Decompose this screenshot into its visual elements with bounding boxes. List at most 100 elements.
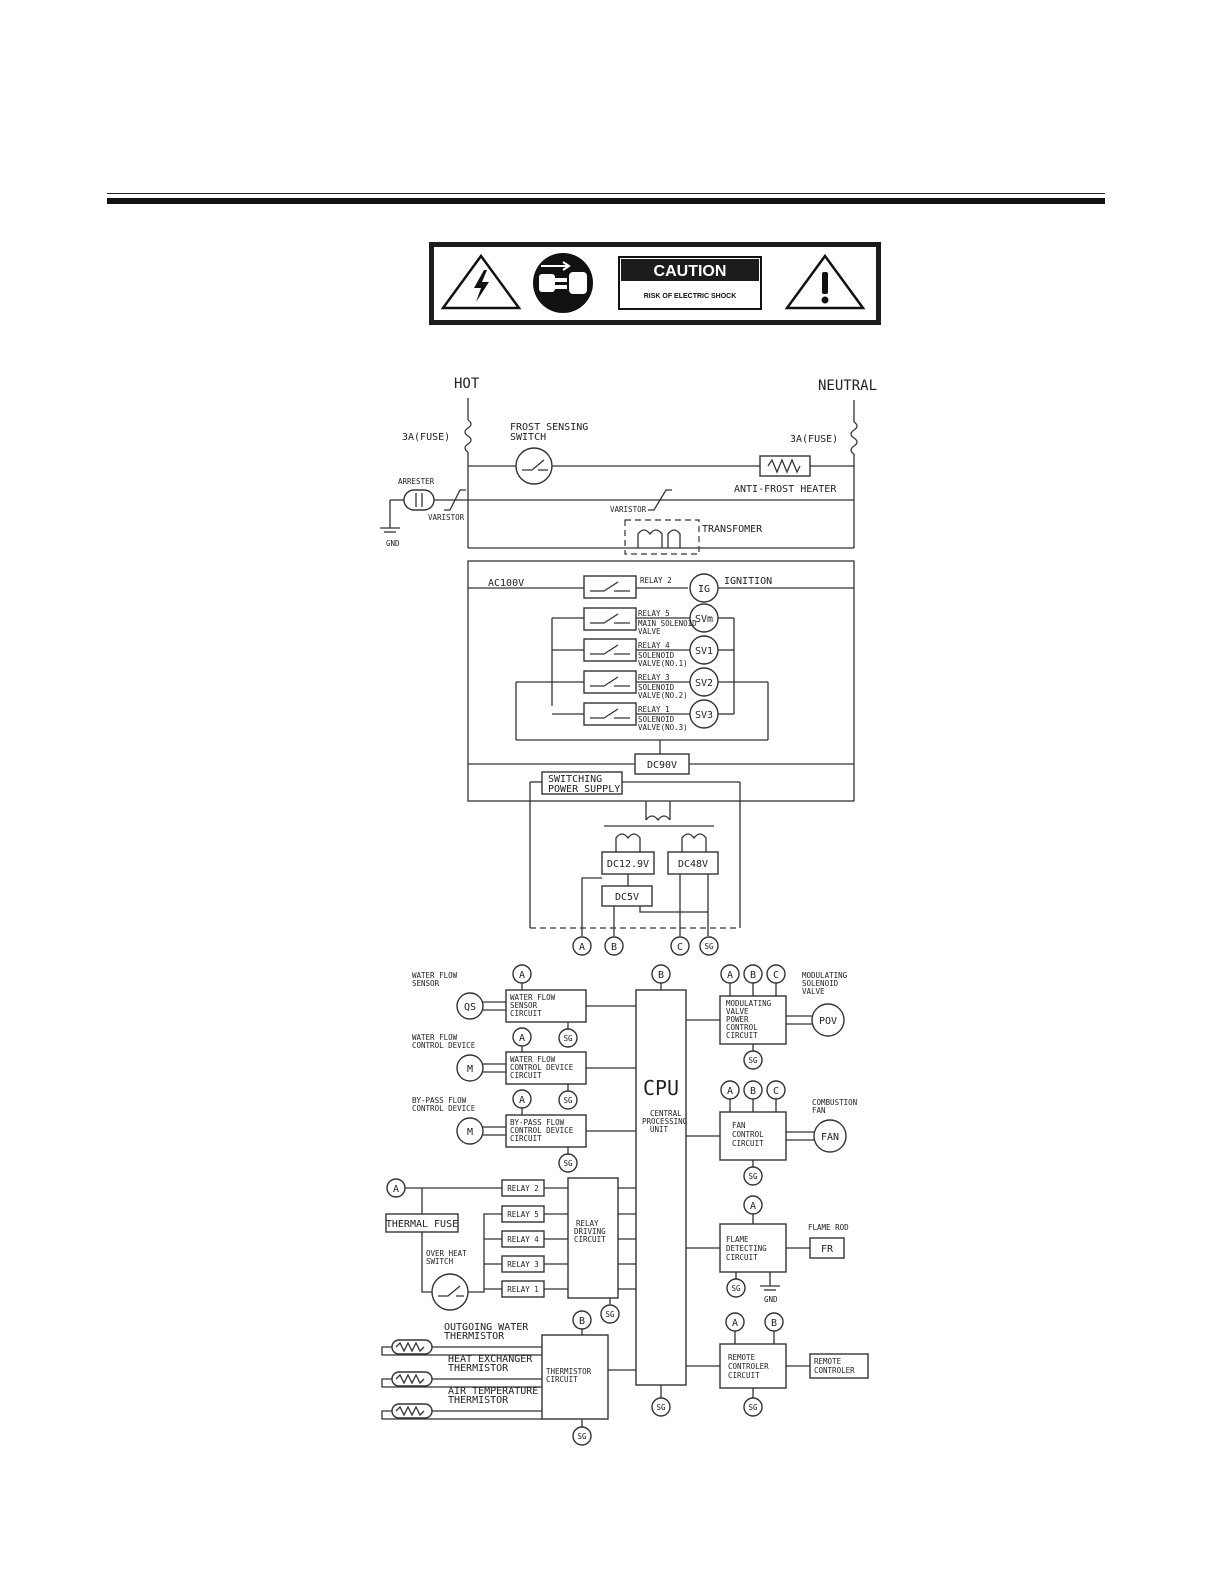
wfs-node-a-label: A: [519, 970, 525, 981]
mv-c5: CIRCUIT: [726, 1031, 758, 1040]
varistor-mid-label: VARISTOR: [610, 505, 647, 514]
frost-switch-label-1: FROST SENSING: [510, 422, 588, 433]
mv-label-1: MODULATING: [802, 971, 848, 980]
flame-rod-label: FLAME ROD: [808, 1223, 849, 1232]
sv-main-label: SVm: [695, 614, 713, 625]
relay-3-label: RELAY 3: [638, 673, 670, 682]
rl2-label: RELAY 2: [507, 1184, 539, 1193]
ow-label-2: THERMISTOR: [444, 1331, 505, 1342]
sps-label-2: POWER SUPPLY: [548, 784, 620, 795]
pov-label: POV: [819, 1016, 837, 1027]
mv-c1: MODULATING: [726, 999, 772, 1008]
water-flow-motor: [456, 1054, 484, 1082]
caution-text: CAUTION: [654, 263, 727, 280]
dc12-9v-label: DC12.9V: [607, 859, 649, 870]
sv3-desc-2: VALVE(NO.3): [638, 723, 688, 732]
fd-c2: DETECTING: [726, 1244, 767, 1253]
rem-label-1: REMOTE: [814, 1357, 842, 1366]
bypass-motor: [456, 1117, 484, 1145]
dc48v-box: [667, 851, 719, 875]
rc-c3: CIRCUIT: [728, 1371, 760, 1380]
wfc-c2: CONTROL DEVICE: [510, 1063, 574, 1072]
dc5v-box: [601, 885, 653, 907]
fuse-left-label: 3A(FUSE): [402, 432, 450, 443]
fd-node-sg: [726, 1278, 746, 1298]
frost-switch-label-2: SWITCH: [510, 432, 546, 443]
sv3-label: SV3: [695, 710, 713, 721]
fan-node-b-label: B: [750, 1086, 756, 1097]
combustion-fan: [813, 1119, 847, 1153]
th-label-1: THERMISTOR: [546, 1367, 592, 1376]
sv1-desc-2: VALVE(NO.1): [638, 659, 688, 668]
m1-label: M: [467, 1064, 473, 1075]
mv-label-3: VALVE: [802, 987, 825, 996]
sps-label-1: SWITCHING: [548, 774, 602, 785]
exclamation-warning-icon: [784, 253, 866, 310]
rc-c1: REMOTE: [728, 1353, 756, 1362]
relay-node-a-label: A: [393, 1184, 399, 1195]
fan-node-c-label: C: [773, 1086, 779, 1097]
bp-c2: CONTROL DEVICE: [510, 1126, 574, 1135]
ohs-label-1: OVER HEAT: [426, 1249, 467, 1258]
rc-node-sg: [743, 1397, 763, 1417]
ignition-label: IGNITION: [724, 576, 772, 587]
spst-transformer-primary: [645, 815, 671, 822]
he-label-2: THERMISTOR: [448, 1363, 509, 1374]
node-b: [604, 936, 624, 956]
rl3-label: RELAY 3: [507, 1260, 539, 1269]
rl4-label: RELAY 4: [507, 1235, 539, 1244]
sv2-label: SV2: [695, 678, 713, 689]
m2-label: M: [467, 1127, 473, 1138]
cpu-sub-2: PROCESSING: [642, 1117, 688, 1126]
rd-label-3: CIRCUIT: [574, 1235, 606, 1244]
relay-5-label: RELAY 5: [638, 609, 670, 618]
fan-node-a-label: A: [727, 1086, 733, 1097]
rc-node-a-label: A: [732, 1318, 738, 1329]
th-node-sg-label: SG: [577, 1432, 587, 1441]
arrester-label: ARRESTER: [398, 477, 435, 486]
fan-c2: CONTROL: [732, 1130, 764, 1139]
bp-c3: CIRCUIT: [510, 1134, 542, 1143]
cpu-sub-3: UNIT: [650, 1125, 669, 1134]
anti-frost-heater-label: ANTI-FROST HEATER: [734, 484, 837, 495]
flame-rod: [809, 1237, 845, 1259]
rc-c2: CONTROLER: [728, 1362, 769, 1371]
mv-node-b-label: B: [750, 970, 756, 981]
relay-1-label: RELAY 1: [638, 705, 670, 714]
fd-node-a-label: A: [750, 1201, 756, 1212]
ohs-label-2: SWITCH: [426, 1257, 454, 1266]
dc90v-label: DC90V: [647, 760, 677, 771]
ac100v-block: [467, 560, 855, 802]
rl1-label: RELAY 1: [507, 1285, 539, 1294]
caution-banner: CAUTION RISK OF ELECTRIC SHOCK: [429, 242, 881, 325]
wfc-c3: CIRCUIT: [510, 1071, 542, 1080]
sv1-label: SV1: [695, 646, 713, 657]
modulating-valve-circuit: [719, 995, 787, 1045]
varistor-left-symbol: [444, 489, 466, 511]
arrester-symbol: [403, 489, 435, 511]
bp-label-1: BY-PASS FLOW: [412, 1096, 467, 1105]
bp-c1: BY-PASS FLOW: [510, 1118, 565, 1127]
sv2-desc-1: SOLENOID: [638, 683, 675, 692]
node-sg-label: SG: [704, 942, 714, 951]
fr-label: FR: [821, 1244, 834, 1255]
sv2-desc-2: VALVE(NO.2): [638, 691, 688, 700]
thermistor-1-symbol: [395, 1341, 425, 1353]
wiring-diagram: HOT NEUTRAL 3A(FUSE) 3A(FUSE) FROST SENS…: [380, 376, 877, 1446]
transformer-coil: [637, 529, 663, 548]
wfs-node-sg-label: SG: [563, 1034, 573, 1043]
mv-c2: VALVE: [726, 1007, 749, 1016]
unplug-power-icon: [533, 253, 593, 313]
rem-label-2: CONTROLER: [814, 1366, 855, 1375]
wfs-c1: WATER FLOW: [510, 993, 556, 1002]
risk-text: RISK OF ELECTRIC SHOCK: [644, 293, 737, 300]
frost-sensing-switch: [515, 447, 553, 485]
main-sv-label-1: MAIN SOLENOID: [638, 619, 697, 628]
relay-2-label: RELAY 2: [640, 576, 672, 585]
transformer-label: TRANSFOMER: [702, 524, 763, 535]
node-c: [670, 936, 690, 956]
fuse-right-label: 3A(FUSE): [790, 434, 838, 445]
rc-node-sg-label: SG: [748, 1403, 758, 1412]
cpu-node-b-label: B: [658, 970, 664, 981]
